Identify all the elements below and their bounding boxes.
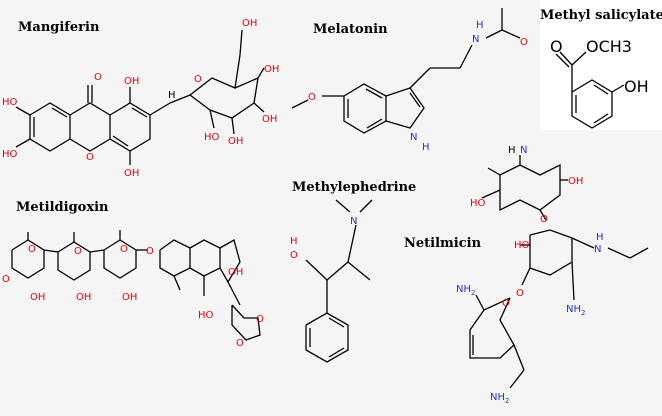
mangiferin-h: H — [168, 90, 176, 101]
netilmicin-structure — [469, 155, 649, 389]
metildigoxin-o-4: O — [146, 246, 154, 257]
metildigoxin-oh-2: OH — [76, 292, 91, 303]
netilmicin-title: Netilmicin — [404, 236, 482, 251]
netilmicin-o-1: O — [540, 214, 548, 225]
netilmicin-oh-1: OH — [568, 176, 583, 187]
metildigoxin-oh-1: OH — [30, 292, 45, 303]
mangiferin-ring-o: O — [86, 152, 94, 163]
melatonin-indole-n: N — [410, 132, 417, 143]
netilmicin-ho-2: HO — [514, 240, 530, 251]
methylephedrine-structure — [305, 199, 373, 363]
metildigoxin-o-1: O — [28, 244, 36, 255]
netilmicin-o-3: O — [502, 298, 510, 309]
netilmicin-nh2-1: NH2 — [566, 304, 585, 317]
metildigoxin-title: Metildigoxin — [16, 200, 109, 215]
netilmicin-n-1: N — [520, 145, 527, 156]
mangiferin-ho-3: HO — [204, 132, 220, 143]
methylephedrine-n: N — [350, 216, 357, 227]
netilmicin-h-1: H — [508, 145, 516, 156]
melatonin-amide-h: H — [476, 20, 484, 31]
mangiferin-carbonyl-o: O — [94, 72, 102, 83]
methylephedrine-o: O — [290, 250, 298, 261]
netilmicin-ho-1: HO — [470, 198, 486, 209]
melatonin-indole-h: H — [422, 142, 430, 153]
methylephedrine-h: H — [290, 236, 298, 247]
metildigoxin-o-2: O — [74, 246, 82, 257]
netilmicin-o-2: O — [516, 288, 524, 299]
netilmicin-nh-h: H — [596, 232, 604, 243]
methyl-salicylate-panel — [540, 0, 662, 130]
netilmicin-nh2-2: NH2 — [456, 284, 475, 297]
metildigoxin-o-5: O — [2, 274, 10, 285]
mangiferin-title: Mangiferin — [18, 20, 100, 35]
mangiferin-sugar-o: O — [194, 74, 202, 85]
netilmicin-nh: N — [594, 244, 601, 255]
mangiferin-oh-6: OH — [228, 136, 243, 147]
methyl-salicylate-och3: OCH3 — [586, 37, 632, 56]
metildigoxin-carbonyl-o: O — [236, 338, 244, 349]
metildigoxin-o-3: O — [120, 244, 128, 255]
mangiferin-structure — [15, 29, 265, 165]
metildigoxin-lactone-o: O — [256, 314, 264, 325]
mangiferin-oh-4: OH — [264, 64, 279, 75]
methyl-salicylate-title: Methyl salicylate — [540, 8, 662, 23]
mangiferin-ho-2: HO — [2, 149, 18, 160]
mangiferin-oh-2: OH — [124, 168, 139, 179]
metildigoxin-oh-3: OH — [122, 292, 137, 303]
melatonin-structure — [291, 8, 521, 134]
mangiferin-oh-1: OH — [124, 76, 139, 87]
methylephedrine-title: Methylephedrine — [292, 180, 417, 195]
mangiferin-ho-1: HO — [2, 97, 18, 108]
methyl-salicylate-carbonyl-o: O — [550, 37, 563, 56]
methyl-salicylate-structure — [555, 51, 625, 129]
metildigoxin-structure — [11, 230, 261, 341]
melatonin-title: Melatonin — [313, 22, 388, 37]
mangiferin-oh-5: OH — [262, 114, 277, 125]
melatonin-o: O — [308, 92, 316, 103]
melatonin-nh-label: N — [472, 34, 479, 45]
metildigoxin-oh-4: OH — [228, 267, 243, 278]
methyl-salicylate-oh: OH — [624, 77, 649, 96]
melatonin-carbonyl-o: O — [520, 37, 528, 48]
mangiferin-oh-3: OH — [242, 18, 257, 29]
metildigoxin-ho: HO — [198, 310, 214, 321]
netilmicin-nh2-3: NH2 — [490, 392, 509, 405]
